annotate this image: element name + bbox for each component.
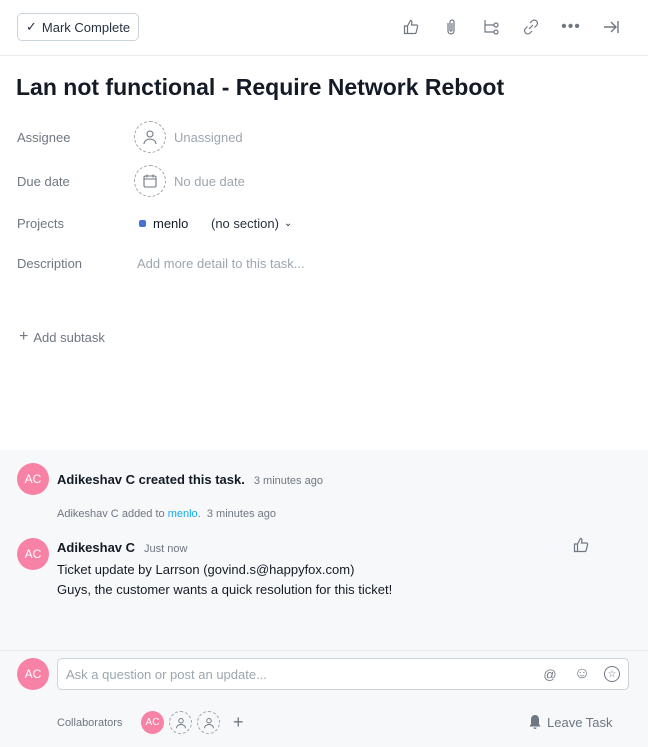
assignee-field[interactable]: Unassigned [134, 121, 243, 153]
emoji-icon[interactable]: ☺ [573, 665, 591, 682]
comment-header: Adikeshav C Just now [57, 540, 188, 555]
mark-complete-button[interactable]: ✓Mark Complete [17, 13, 140, 41]
avatar[interactable]: AC [17, 538, 49, 570]
subtasks-icon[interactable] [480, 16, 502, 38]
attachment-icon[interactable] [440, 16, 462, 38]
bell-icon [529, 715, 541, 729]
description-label: Description [17, 256, 83, 271]
story-added: Adikeshav C added to menlo. 3 minutes ag… [57, 508, 276, 520]
activity-feed [0, 450, 648, 747]
avatar: AC [17, 658, 49, 690]
comment-body: Ticket update by Larrson (govind.s@happy… [57, 562, 393, 597]
mention-icon[interactable]: @ [543, 666, 557, 682]
check-icon: ✓ [26, 19, 37, 34]
section-dropdown[interactable]: (no section)⌄ [211, 216, 293, 231]
plus-icon: + [19, 328, 29, 345]
project-chip[interactable]: menlo [139, 216, 188, 231]
project-link[interactable]: menlo [167, 508, 198, 520]
task-title[interactable]: Lan not functional - Require Network Reb… [16, 74, 505, 100]
more-icon[interactable]: ••• [561, 18, 581, 35]
chevron-down-icon: ⌄ [283, 218, 293, 229]
collaborator-avatar[interactable]: AC [141, 711, 164, 734]
collaborators-label: Collaborators [57, 717, 123, 729]
due-date-label: Due date [17, 174, 70, 189]
add-collaborator-placeholder-icon[interactable] [169, 711, 192, 734]
like-icon[interactable] [400, 16, 422, 38]
avatar[interactable]: AC [17, 463, 49, 495]
like-comment-icon[interactable] [573, 537, 589, 558]
leave-task-button[interactable]: Leave Task [528, 714, 613, 730]
assignee-label: Assignee [17, 130, 71, 145]
story-created: Adikeshav C created this task. 3 minutes… [57, 472, 323, 487]
user-icon [134, 121, 166, 153]
description-input[interactable]: Add more detail to this task... [137, 256, 305, 271]
add-subtask-button[interactable]: +Add subtask [19, 328, 105, 346]
calendar-icon [134, 165, 166, 197]
due-date-field[interactable]: No due date [134, 165, 245, 197]
add-collaborator-button[interactable]: + [233, 712, 244, 732]
divider [0, 650, 648, 651]
top-toolbar: ✓Mark Complete ••• [0, 0, 648, 56]
comment-input[interactable]: Ask a question or post an update... @ ☺ … [57, 658, 629, 690]
projects-label: Projects [17, 216, 64, 231]
star-icon[interactable]: ☆ [604, 666, 620, 682]
project-color-dot [139, 220, 146, 227]
close-pane-icon[interactable] [600, 16, 622, 38]
add-collaborator-placeholder-icon[interactable] [197, 711, 220, 734]
link-icon[interactable] [520, 16, 542, 38]
